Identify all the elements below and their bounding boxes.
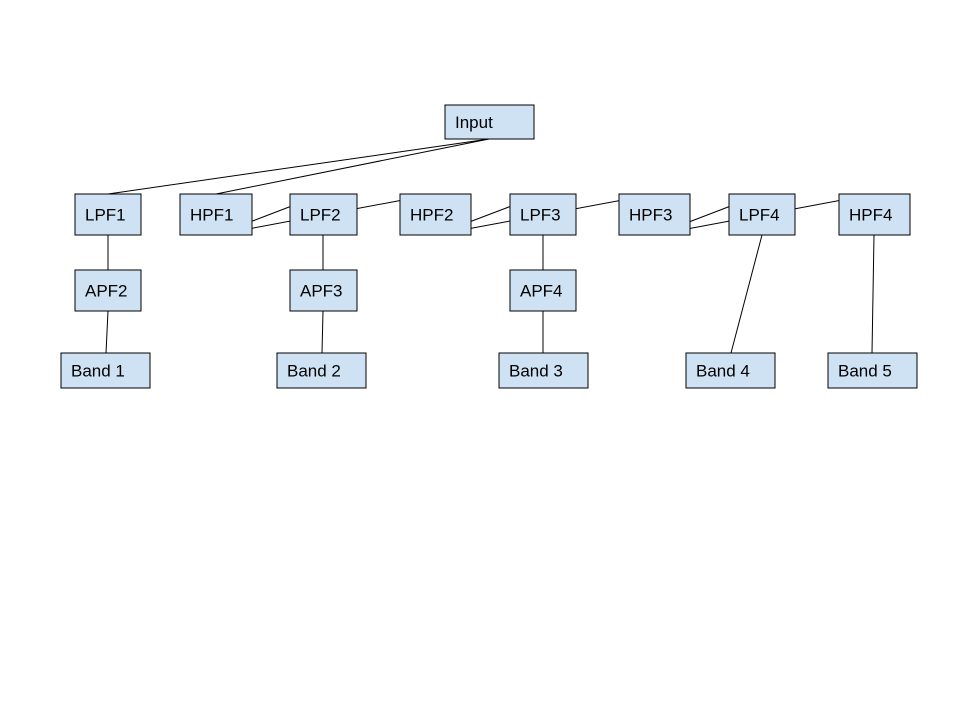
node-lpf2: LPF2 bbox=[289, 193, 358, 236]
node-apf2: APF2 bbox=[74, 269, 142, 312]
node-lpf4: LPF4 bbox=[728, 193, 796, 236]
edge-input-to-hpf1 bbox=[215, 138, 490, 195]
node-label-band5: Band 5 bbox=[838, 362, 892, 381]
node-label-apf3: APF3 bbox=[300, 282, 343, 301]
node-label-hpf4: HPF4 bbox=[849, 206, 892, 225]
node-band4: Band 4 bbox=[685, 352, 776, 389]
node-label-hpf1: HPF1 bbox=[190, 206, 233, 225]
node-box-hpf3 bbox=[618, 193, 691, 236]
node-box-hpf2 bbox=[399, 193, 472, 236]
node-box-hpf4 bbox=[838, 193, 911, 236]
node-box-band2 bbox=[276, 352, 367, 389]
edge-lpf4-to-band4 bbox=[730, 234, 763, 354]
node-band1: Band 1 bbox=[60, 352, 151, 389]
node-band2: Band 2 bbox=[276, 352, 367, 389]
node-lpf1: LPF1 bbox=[74, 193, 142, 236]
node-label-lpf4: LPF4 bbox=[739, 206, 780, 225]
node-input: Input bbox=[444, 104, 535, 140]
edge-hpf4-to-band5 bbox=[871, 234, 875, 354]
node-box-apf4 bbox=[509, 269, 577, 312]
node-label-input: Input bbox=[455, 113, 493, 132]
edge-input-to-lpf1 bbox=[107, 138, 490, 195]
node-box-apf2 bbox=[74, 269, 142, 312]
node-band3: Band 3 bbox=[498, 352, 589, 389]
node-box-band4 bbox=[685, 352, 776, 389]
node-label-band1: Band 1 bbox=[71, 362, 125, 381]
node-hpf4: HPF4 bbox=[838, 193, 911, 236]
node-box-band1 bbox=[60, 352, 151, 389]
node-box-hpf1 bbox=[179, 193, 253, 236]
node-label-band4: Band 4 bbox=[696, 362, 750, 381]
node-box-lpf1 bbox=[74, 193, 142, 236]
node-box-band5 bbox=[827, 352, 918, 389]
node-label-band2: Band 2 bbox=[287, 362, 341, 381]
node-apf3: APF3 bbox=[289, 269, 358, 312]
node-apf4: APF4 bbox=[509, 269, 577, 312]
node-label-lpf1: LPF1 bbox=[85, 206, 126, 225]
node-lpf3: LPF3 bbox=[509, 193, 577, 236]
node-label-apf4: APF4 bbox=[520, 282, 563, 301]
node-box-apf3 bbox=[289, 269, 358, 312]
node-label-band3: Band 3 bbox=[509, 362, 563, 381]
node-hpf3: HPF3 bbox=[618, 193, 691, 236]
node-label-lpf2: LPF2 bbox=[300, 206, 341, 225]
edges-layer bbox=[105, 138, 875, 354]
node-box-lpf2 bbox=[289, 193, 358, 236]
node-band5: Band 5 bbox=[827, 352, 918, 389]
node-hpf1: HPF1 bbox=[179, 193, 253, 236]
node-label-lpf3: LPF3 bbox=[520, 206, 561, 225]
node-label-apf2: APF2 bbox=[85, 282, 128, 301]
node-box-lpf4 bbox=[728, 193, 796, 236]
node-label-hpf2: HPF2 bbox=[410, 206, 453, 225]
edge-apf3-to-band2 bbox=[321, 310, 324, 354]
node-label-hpf3: HPF3 bbox=[629, 206, 672, 225]
node-box-lpf3 bbox=[509, 193, 577, 236]
node-hpf2: HPF2 bbox=[399, 193, 472, 236]
node-box-input bbox=[444, 104, 535, 140]
node-box-band3 bbox=[498, 352, 589, 389]
edge-apf2-to-band1 bbox=[105, 310, 109, 354]
